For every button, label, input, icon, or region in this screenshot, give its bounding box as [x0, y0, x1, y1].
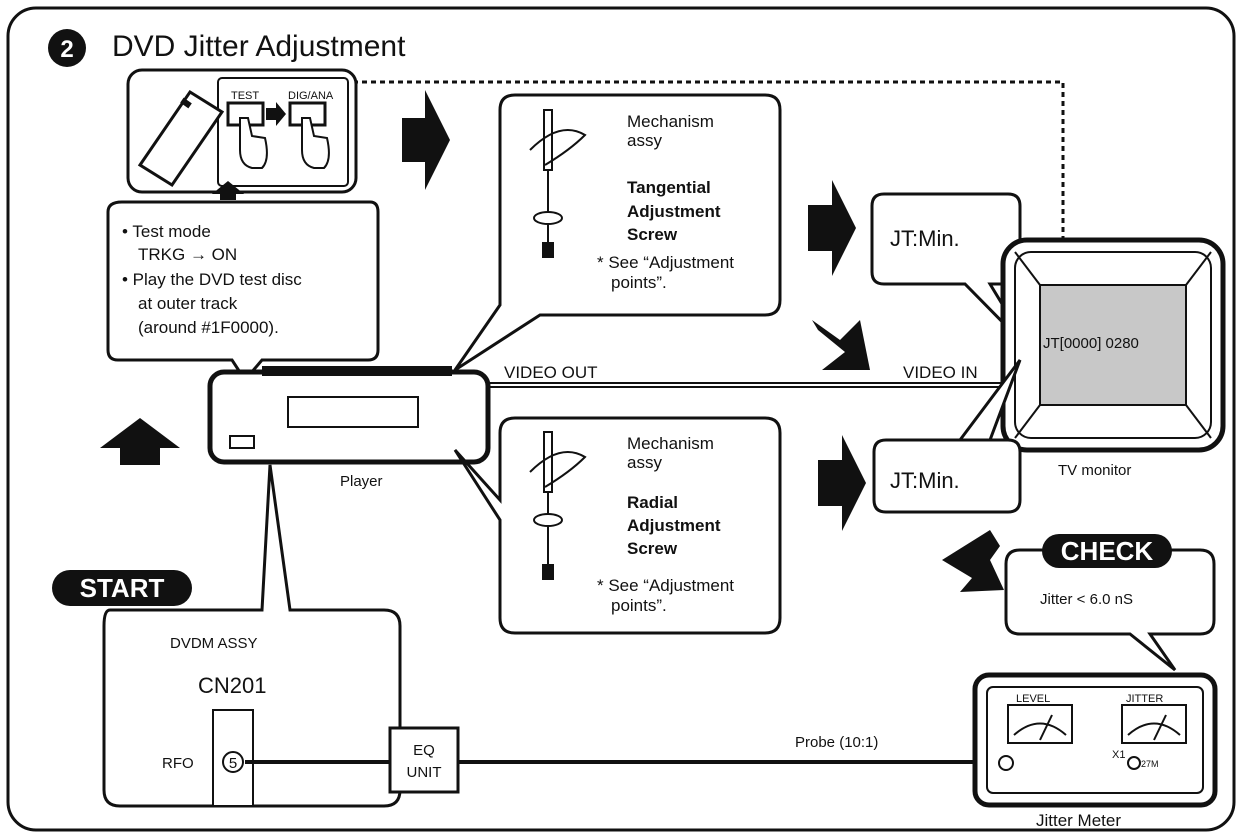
start-badge	[52, 570, 192, 606]
tangential-bold1: Tangential	[627, 178, 711, 197]
arrow-right-icon	[402, 90, 450, 190]
jitter-meter-label: Jitter Meter	[1036, 811, 1121, 830]
radial-adjustment-bubble	[453, 416, 782, 635]
tangential-line1: Mechanism	[627, 112, 714, 131]
check-badge	[1042, 534, 1172, 568]
tangential-note1: * See “Adjustment	[597, 253, 734, 272]
tv-screen	[1039, 284, 1187, 406]
test-button-label: TEST	[231, 90, 259, 102]
radial-bold2: Adjustment	[627, 516, 721, 535]
video-in-label: VIDEO IN	[903, 363, 978, 382]
range-knob	[1127, 756, 1141, 770]
jitter-label: JITTER	[1126, 693, 1163, 705]
test-button-icon	[226, 101, 268, 169]
tv-screen-text: JT[0000] 0280	[1043, 335, 1139, 352]
video-out-label: VIDEO OUT	[504, 363, 598, 382]
test-mode-line5: (around #1F0000).	[138, 318, 279, 337]
jitter-meter	[972, 672, 1218, 808]
input-jack	[998, 755, 1014, 771]
radial-note2: points”.	[611, 596, 667, 615]
diagram-frame	[6, 6, 1236, 832]
pin-number: 5	[229, 755, 237, 772]
arrow-down-left-icon	[942, 530, 1004, 592]
arrow-right-icon	[808, 180, 856, 276]
test-mode-line3: • Play the DVD test disc	[122, 270, 302, 289]
step-number-circle	[48, 29, 86, 67]
arrow-right-icon	[266, 102, 286, 126]
tangential-line2: assy	[627, 131, 662, 150]
radial-line1: Mechanism	[627, 434, 714, 453]
tangential-bold2: Adjustment	[627, 202, 721, 221]
test-mode-line2: TRKG → ON	[138, 245, 237, 264]
eq-unit-line2: UNIT	[407, 764, 442, 781]
tv-monitor-label: TV monitor	[1058, 462, 1131, 479]
arrow-up-icon	[100, 418, 180, 465]
level-label: LEVEL	[1016, 693, 1050, 705]
radial-bold1: Radial	[627, 493, 678, 512]
arrow-down-left-icon	[812, 320, 870, 370]
remote-icon	[137, 89, 225, 188]
jt-min-top: JT:Min.	[890, 226, 960, 251]
remote-control-panel: TEST DIG/ANA	[126, 68, 358, 194]
tangential-note2: points”.	[611, 273, 667, 292]
step-number: 2	[60, 36, 73, 63]
check-badge-text: CHECK	[1061, 536, 1154, 566]
screwdriver-icon	[529, 431, 587, 580]
test-mode-line1: • Test mode	[122, 222, 211, 241]
eq-unit-line1: EQ	[413, 742, 435, 759]
screwdriver-icon	[529, 109, 587, 258]
radial-note1: * See “Adjustment	[597, 576, 734, 595]
pin-label: RFO	[162, 755, 194, 772]
dig-ana-button-icon	[288, 101, 330, 169]
eq-unit	[388, 726, 460, 794]
page-title: DVD Jitter Adjustment	[112, 30, 406, 63]
27m-label: 27M	[1141, 759, 1159, 769]
radial-bold3: Screw	[627, 539, 678, 558]
jt-min-bottom: JT:Min.	[890, 468, 960, 493]
x1-label: X1	[1112, 749, 1125, 761]
player-label: Player	[340, 473, 383, 490]
dvdm-assy-panel	[102, 464, 402, 808]
arrow-right-icon	[818, 435, 866, 531]
test-mode-line4: at outer track	[138, 294, 238, 313]
tangential-bold3: Screw	[627, 225, 678, 244]
start-badge-text: START	[80, 573, 165, 603]
check-text: Jitter < 6.0 nS	[1040, 591, 1133, 608]
dvd-player	[207, 366, 491, 465]
tv-monitor	[1000, 237, 1226, 453]
dig-ana-button-label: DIG/ANA	[288, 90, 334, 102]
probe-label: Probe (10:1)	[795, 734, 878, 751]
check-bubble	[1004, 548, 1216, 672]
connector-label: CN201	[198, 673, 266, 698]
radial-line2: assy	[627, 453, 662, 472]
arrow-up-small-icon	[212, 181, 244, 200]
jt-min-bottom-bubble	[872, 359, 1022, 514]
dvdm-assy-label: DVDM ASSY	[170, 635, 258, 652]
tangential-adjustment-bubble	[453, 93, 782, 372]
